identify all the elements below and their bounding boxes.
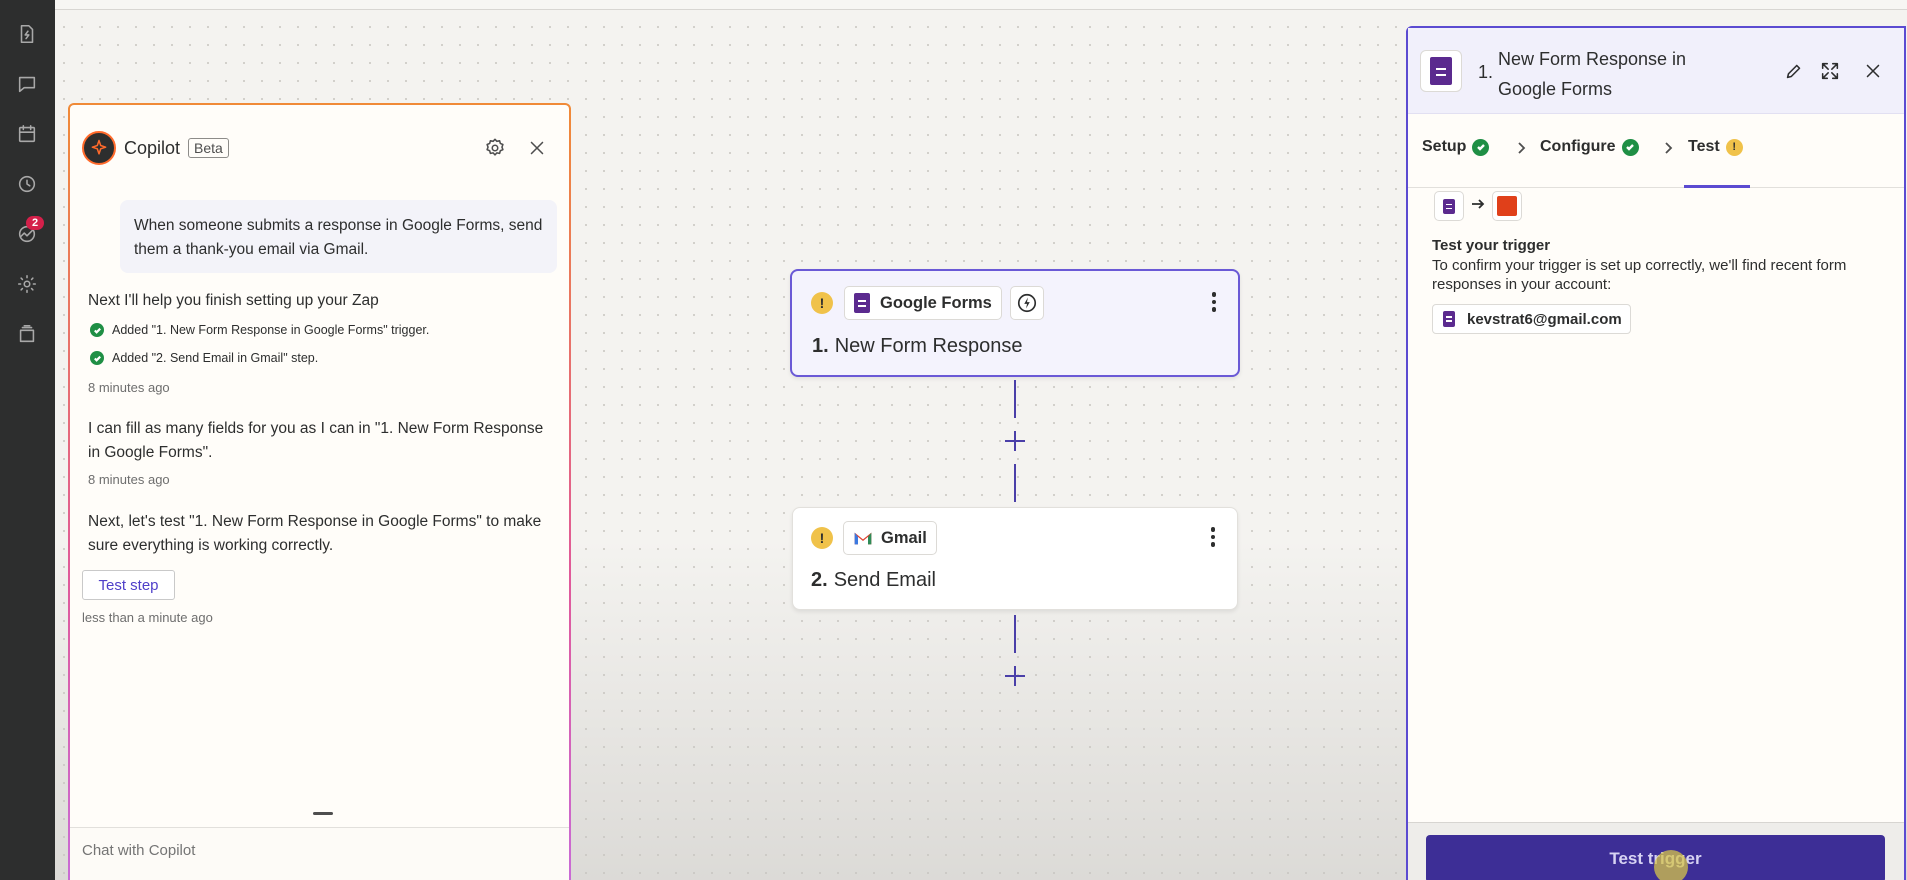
panel-header: 1. New Form Response in Google Forms [1408,28,1904,114]
app-name: Gmail [881,528,927,547]
tab-test[interactable]: Test ! [1688,138,1743,156]
chat-area [70,827,569,880]
test-heading: Test your trigger [1432,237,1551,254]
close-icon[interactable] [526,137,548,164]
warning-icon: ! [811,292,833,314]
chat-input[interactable] [82,842,552,859]
top-bar [55,0,1907,10]
gear-icon[interactable] [484,137,506,164]
chevron-right-icon [1513,140,1529,161]
google-forms-app-icon [1434,191,1464,221]
expand-icon[interactable] [1819,60,1841,87]
tab-label: Setup [1422,138,1467,155]
tab-label: Test [1688,138,1720,155]
add-step-plus-icon[interactable] [1004,665,1026,687]
tab-setup[interactable]: Setup [1422,138,1490,156]
google-forms-icon [1443,198,1455,214]
app-flow [1434,191,1522,221]
account-email: kevstrat6@gmail.com [1467,310,1622,328]
check-icon [90,351,104,365]
notification-badge: 2 [26,216,45,230]
check-icon [90,323,104,337]
close-icon[interactable] [1862,60,1884,87]
step-title: 1.New Form Response [812,335,1023,358]
add-step-plus-icon[interactable] [1004,430,1026,452]
connector-line [1014,380,1016,418]
stack-icon[interactable] [13,320,41,348]
history-icon[interactable] [13,170,41,198]
connector-line [1014,615,1016,653]
copilot-message: Next I'll help you finish setting up you… [88,292,379,309]
app-name: Google Forms [880,293,992,312]
user-message: When someone submits a response in Googl… [120,200,557,273]
zapier-app-icon [1492,191,1522,221]
arrow-right-icon [1470,196,1486,217]
step-editor-panel: 1. New Form Response in Google Forms Set… [1406,26,1906,880]
zap-file-icon[interactable] [13,20,41,48]
app-chip-google-forms: Google Forms [844,286,1002,320]
beta-badge: Beta [188,138,229,158]
copilot-panel: Copilot Beta When someone submits a resp… [68,103,571,880]
step-title-text: Send Email [833,569,936,591]
copilot-logo-icon [82,131,116,165]
tab-label: Configure [1540,138,1616,155]
step-title-text: New Form Response [834,335,1023,357]
warning-icon: ! [1725,138,1743,156]
tab-configure[interactable]: Configure [1540,138,1639,156]
added-step-text: Added "2. Send Email in Gmail" step. [112,351,319,365]
copilot-message: Next, let's test "1. New Form Response i… [88,513,542,554]
copilot-title: Copilot [124,137,181,158]
trigger-bolt-icon [1010,286,1044,320]
message-timestamp: less than a minute ago [82,610,213,625]
step-node-action[interactable]: ! Gmail 2.Send Email [792,507,1238,610]
mouse-cursor [1654,850,1688,880]
test-description: To confirm your trigger is set up correc… [1432,257,1847,293]
active-tab-indicator [1684,185,1750,188]
panel-title: New Form Response in Google Forms [1498,49,1687,99]
gmail-icon [853,531,873,546]
warning-icon: ! [811,527,833,549]
step-node-trigger[interactable]: ! Google Forms 1.New Form Response [790,269,1240,377]
app-chip-gmail: Gmail [843,521,937,555]
calendar-icon[interactable] [13,120,41,148]
google-forms-icon [1430,57,1452,85]
added-step-item: Added "1. New Form Response in Google Fo… [90,323,429,337]
google-forms-icon [1443,311,1455,327]
account-chip[interactable]: kevstrat6@gmail.com [1432,304,1631,334]
test-step-button[interactable]: Test step [82,570,175,600]
message-timestamp: 8 minutes ago [88,380,170,395]
added-step-item: Added "2. Send Email in Gmail" step. [90,351,318,365]
step-title: 2.Send Email [811,569,936,592]
check-icon [1621,138,1639,156]
step-tabs: Setup Configure Test ! [1408,114,1904,188]
chevron-right-icon [1660,140,1676,161]
left-rail: 2 [0,0,55,880]
copilot-message: I can fill as many fields for you as I c… [88,420,544,461]
resize-handle[interactable] [313,812,333,815]
check-icon [1472,138,1490,156]
google-forms-icon [854,293,870,313]
connector-line [1014,464,1016,502]
chat-icon[interactable] [13,70,41,98]
added-step-text: Added "1. New Form Response in Google Fo… [112,323,430,337]
more-options-icon[interactable] [1203,522,1223,552]
zapier-square-icon [1497,196,1517,216]
settings-icon[interactable] [13,270,41,298]
panel-step-number: 1. [1478,62,1494,82]
more-options-icon[interactable] [1204,287,1224,317]
step-number: 1. [812,335,829,357]
step-number: 2. [811,569,828,591]
message-timestamp: 8 minutes ago [88,472,170,487]
copilot-header: Copilot Beta [82,129,557,167]
google-forms-app-icon [1420,50,1462,92]
edit-pencil-icon[interactable] [1783,60,1805,87]
